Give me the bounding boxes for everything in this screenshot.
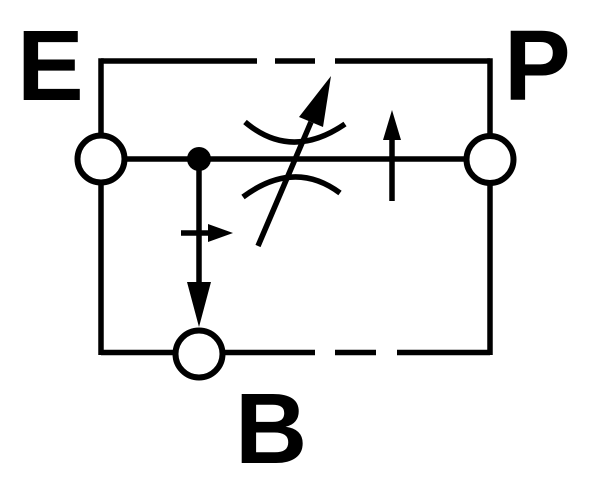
port-label-p: P: [504, 10, 571, 122]
throttle-lower-arc: [241, 174, 342, 200]
adjustment-arrow-shaft: [255, 120, 314, 248]
enclosure-frame: [98, 58, 493, 356]
down-arrowhead: [187, 282, 211, 327]
port-circle-b: [172, 327, 226, 381]
flow-arrow-up-icon: [383, 110, 401, 201]
throttle-upper-arc: [243, 119, 347, 145]
port-circle-p: [463, 133, 517, 186]
variable-throttle-icon: [241, 76, 347, 248]
port-circle-e: [74, 132, 128, 186]
adjustment-arrowhead: [299, 76, 331, 127]
port-label-e: E: [17, 10, 84, 122]
up-arrowhead: [383, 110, 401, 140]
flow-arrow-down-icon: [187, 159, 211, 327]
port-label-b: B: [235, 373, 307, 480]
adjustment-arrow-icon: [255, 76, 331, 248]
flow-arrow-right-icon: [181, 224, 233, 242]
right-arrowhead: [208, 224, 233, 242]
